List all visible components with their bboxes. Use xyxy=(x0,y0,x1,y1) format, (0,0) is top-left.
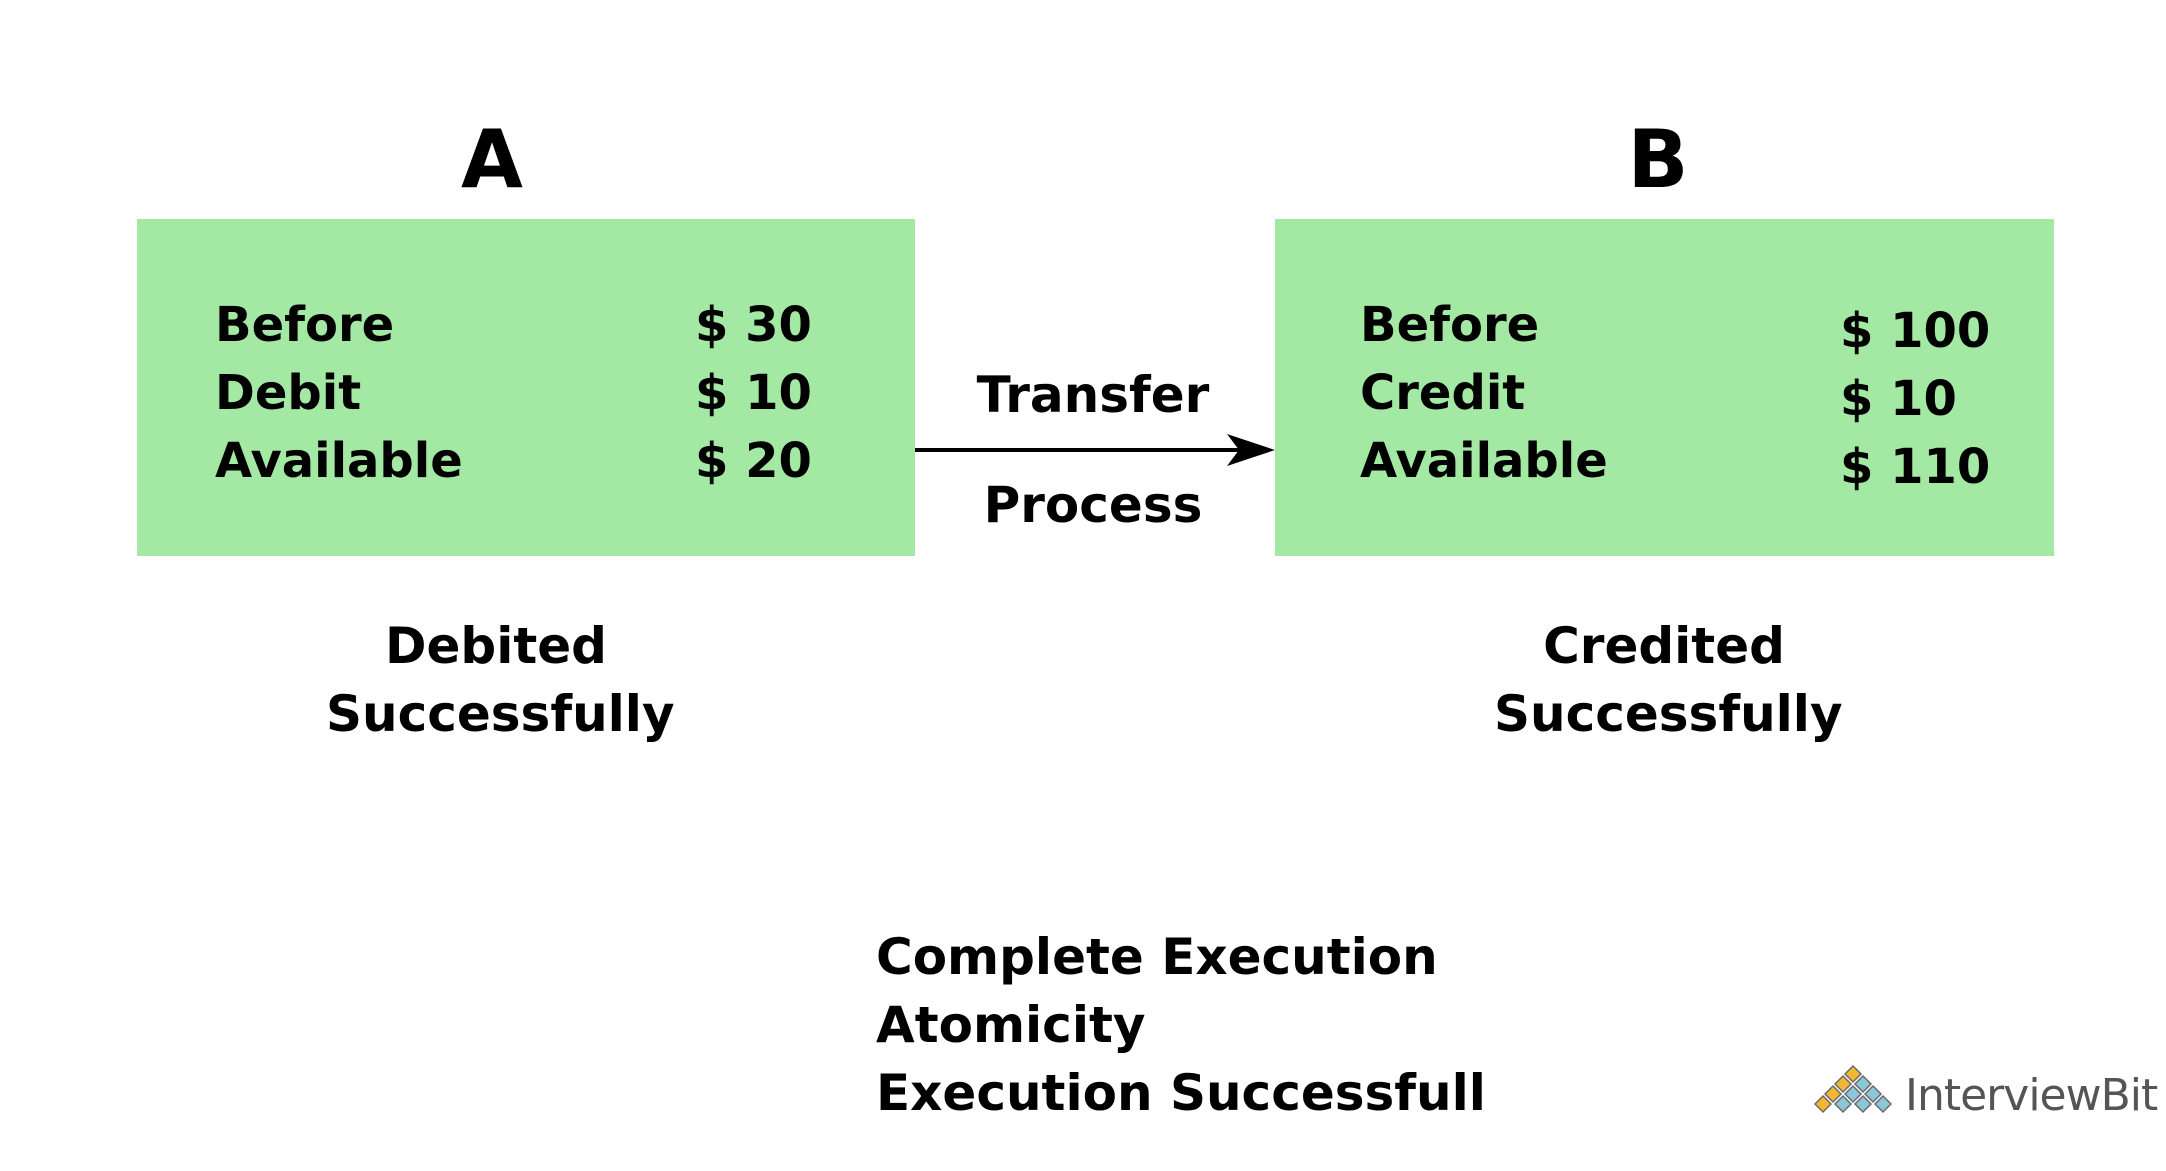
account-b-status-line2: Successfully xyxy=(1494,685,1843,743)
account-b-before-label: Before xyxy=(1360,297,1540,353)
account-a-box: Before $ 30 Debit $ 10 Available $ 20 xyxy=(137,219,915,556)
account-a-debit-label: Debit xyxy=(215,365,362,421)
account-a-available-label: Available xyxy=(215,433,463,489)
account-a-debit-value: $ 10 xyxy=(695,365,812,421)
account-a-status-line1: Debited xyxy=(385,617,607,675)
account-b-credit-label: Credit xyxy=(1360,365,1526,421)
account-a-before-value: $ 30 xyxy=(695,297,812,353)
account-a-status: Debited Successfully xyxy=(326,612,675,748)
interviewbit-logo: InterviewBit xyxy=(1805,1060,2158,1130)
account-b-before-value: $ 100 xyxy=(1840,303,1991,359)
account-b-heading: B xyxy=(1627,113,1689,206)
account-a-available-value: $ 20 xyxy=(695,433,812,489)
account-a-before-label: Before xyxy=(215,297,395,353)
summary-line-atomicity: Atomicity xyxy=(876,996,1146,1054)
transfer-top-label: Transfer xyxy=(976,366,1210,424)
account-b-credit-value: $ 10 xyxy=(1840,371,1957,427)
transfer-bottom-label: Process xyxy=(983,476,1203,534)
transfer-arrow xyxy=(915,434,1275,466)
logo-diamond-icon xyxy=(1813,1064,1893,1114)
summary-line-complete-execution: Complete Execution xyxy=(876,928,1438,986)
logo-text: InterviewBit xyxy=(1905,1070,2158,1121)
account-b-status: Credited Successfully xyxy=(1494,612,1843,748)
account-b-available-label: Available xyxy=(1360,433,1608,489)
summary-line-execution-successful: Execution Successfull xyxy=(876,1064,1486,1122)
account-a-heading: A xyxy=(461,113,523,206)
account-a-status-line2: Successfully xyxy=(326,685,675,743)
account-b-available-value: $ 110 xyxy=(1840,439,1991,495)
account-b-box: Before $ 100 Credit $ 10 Available $ 110 xyxy=(1275,219,2054,556)
account-b-status-line1: Credited xyxy=(1543,617,1785,675)
